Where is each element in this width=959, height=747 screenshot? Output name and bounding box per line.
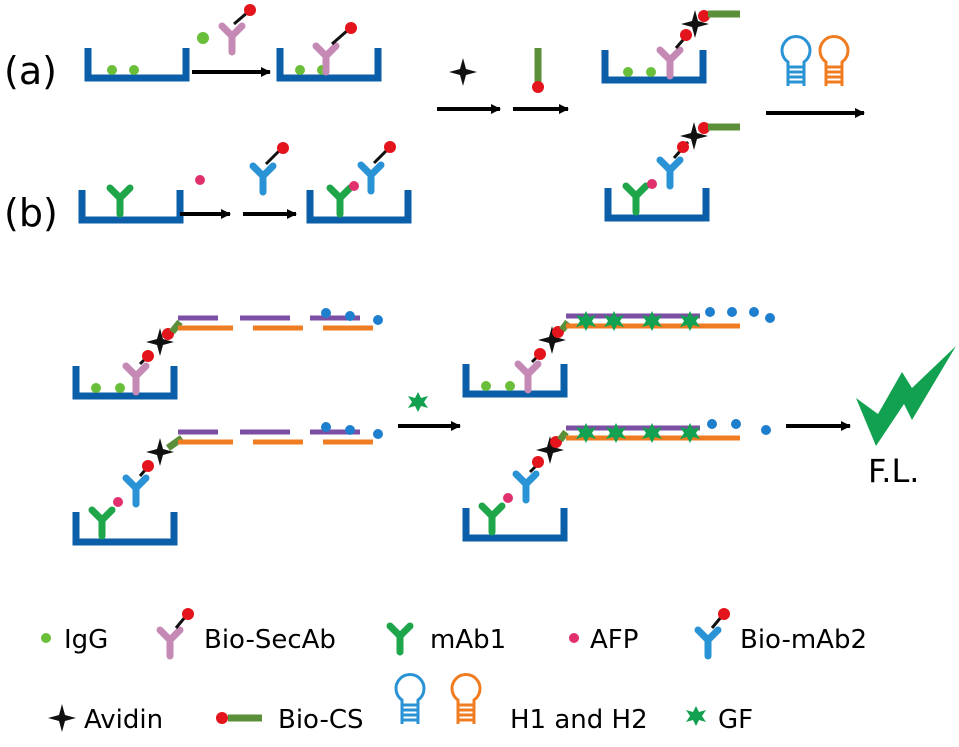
legend-avidin-label: Avidin <box>84 705 163 735</box>
legend-mab1-icon <box>390 626 410 652</box>
well-b3 <box>608 122 740 218</box>
legend-secab-label: Bio-SecAb <box>204 625 336 655</box>
panel-label-b: (b) <box>4 191 58 235</box>
hairpin-h1-icon <box>780 35 812 88</box>
legend-afp-label: AFP <box>590 625 638 655</box>
legend-igg-icon <box>41 633 51 643</box>
complex-left-top <box>76 308 383 396</box>
panel-label-a: (a) <box>4 49 57 93</box>
legend-gf-icon <box>686 706 706 726</box>
legend-h1-icon <box>394 673 426 726</box>
legend-igg-label: IgG <box>64 625 108 655</box>
complex-left-bottom <box>76 422 383 542</box>
legend-cs-label: Bio-CS <box>278 705 364 735</box>
legend-h2-icon <box>450 673 482 726</box>
legend-mab1-label: mAb1 <box>430 625 506 655</box>
legend-mab2-label: Bio-mAb2 <box>740 625 867 655</box>
well-a1 <box>88 48 186 78</box>
legend-cs-icon <box>216 712 228 724</box>
legend-h1h2-label: H1 and H2 <box>510 705 648 735</box>
legend-gf-label: GF <box>718 705 753 735</box>
complex-right-top <box>466 307 775 394</box>
mab2-antibody <box>253 166 273 192</box>
legend-afp-icon <box>569 633 579 643</box>
avidin-icon <box>449 58 477 86</box>
secab-antibody <box>222 26 242 52</box>
well-a2 <box>280 22 378 78</box>
gf-icon <box>408 392 428 412</box>
afp-dot <box>195 175 205 185</box>
fluorescence-flash-icon <box>856 346 956 446</box>
legend-secab-icon <box>160 630 180 656</box>
fluorescence-label: F.L. <box>868 452 919 490</box>
legend-mab2-icon <box>698 630 718 656</box>
hairpin-h2-icon <box>818 35 850 88</box>
well-a3 <box>605 10 740 80</box>
well-b2 <box>310 141 408 220</box>
igg-dot <box>197 32 209 44</box>
legend-avidin-icon <box>48 704 76 732</box>
complex-right-bottom <box>466 419 771 538</box>
legend: IgG Bio-SecAb mAb1 AFP Bio-mAb2 Avidin B… <box>41 608 867 735</box>
well-b1 <box>82 188 180 220</box>
